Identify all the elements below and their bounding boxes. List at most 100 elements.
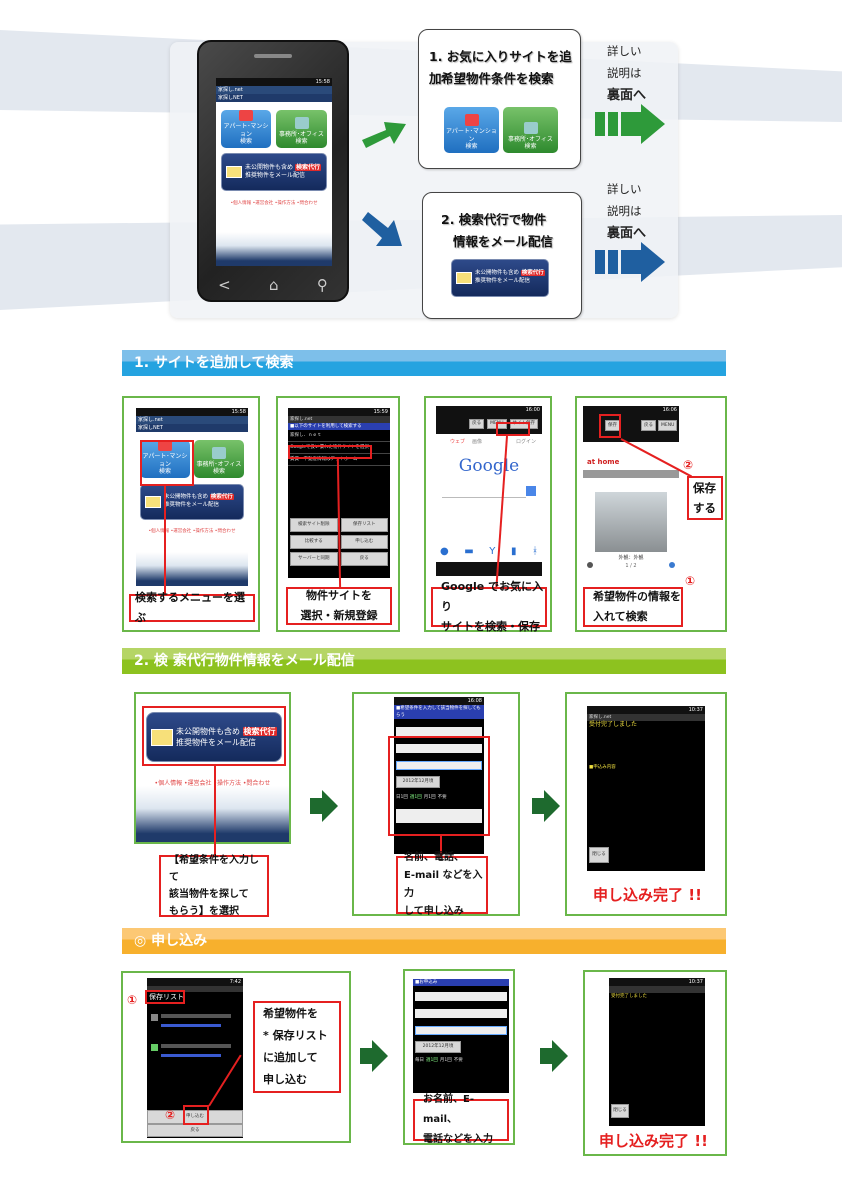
property-photo <box>595 492 667 552</box>
radio-option[interactable]: 月1回 <box>439 1058 452 1063</box>
house-icon <box>158 440 172 452</box>
phone-screenshot: 15:58 家探し.net 家探しNET アパート･マンション 検索 事務所･オ… <box>136 408 248 586</box>
images-tab[interactable]: 画像 <box>472 439 483 445</box>
walk-icon[interactable]: ᚼ <box>532 546 538 557</box>
radio-option[interactable]: 不要 <box>453 1058 463 1063</box>
radio-option[interactable]: 毎日 <box>415 1058 424 1063</box>
shop-icon[interactable]: ▮ <box>510 546 517 557</box>
app-subtitle: 家探しNET <box>216 94 332 102</box>
highlight-frame <box>183 1105 209 1125</box>
back-button[interactable]: 戻る <box>340 552 388 566</box>
search-agent-mail-button[interactable]: 未公開物件も含め 検索代行 推奨物件をメール配信 <box>140 484 244 520</box>
next-photo-icon[interactable] <box>669 562 675 568</box>
phone-screenshot: 10:37 受付完了しました 閉じる <box>609 978 705 1126</box>
login-link[interactable]: ログイン <box>515 439 536 445</box>
callout-line <box>164 486 166 594</box>
radio-option[interactable]: 月1回 <box>423 795 436 800</box>
search-agent-mail-button[interactable]: 未公開物件も含め 検索代行 推奨物件をメール配信 <box>451 259 549 297</box>
apartment-search-button[interactable]: アパート･マンション 検索 <box>140 440 190 478</box>
phone-screenshot: 10:37 家探し.net 受付完了しました ■申込み内容 閉じる <box>587 706 705 871</box>
highlight-frame <box>140 440 194 486</box>
web-tab[interactable]: ウェブ <box>450 439 466 445</box>
menu-button[interactable]: MENU <box>658 420 678 431</box>
saved-list-button[interactable]: 保存リスト <box>340 518 388 532</box>
close-button[interactable]: 閉じる <box>611 1104 629 1118</box>
completion-label: 申し込み完了 !! <box>599 1132 708 1150</box>
prev-photo-icon[interactable] <box>587 562 593 568</box>
restaurant-icon[interactable]: ● <box>440 546 449 557</box>
back-button[interactable]: 戻る <box>469 419 485 429</box>
move-in-select[interactable]: 2012年12月頃 <box>396 776 440 788</box>
step-card: ■お申込み 2012年12月頃 毎日 週1回 月1回 不要 お名前、E-mail… <box>403 969 515 1145</box>
close-button[interactable]: 閉じる <box>589 847 609 863</box>
office-search-button[interactable]: 事務所･オフィス 検索 <box>503 107 558 153</box>
phone-screenshot: 16:00 戻る MENU サイト保存 ウェブ 画像 ログイン Google ●… <box>436 406 542 576</box>
site-list-item[interactable]: 家探し．ｎｅｔ <box>288 430 390 442</box>
email-field[interactable] <box>396 744 482 753</box>
google-search-input[interactable] <box>442 486 526 498</box>
radio-option[interactable]: 週1回 <box>409 795 422 800</box>
house-icon <box>239 110 253 122</box>
google-logo: Google <box>458 456 520 476</box>
blue-right-arrow <box>595 242 665 282</box>
step-card: 10:37 家探し.net 受付完了しました ■申込み内容 閉じる 申し込み完了… <box>565 692 727 916</box>
tel-field[interactable] <box>396 761 482 770</box>
delete-site-button[interactable]: 検索サイト削除 <box>290 518 338 532</box>
search-icon[interactable] <box>526 486 536 496</box>
section-header-add-site: 1. サイトを追加して検索 <box>122 350 726 376</box>
photo-pager: 1 / 2 <box>625 563 637 569</box>
sync-button[interactable]: サーバーと同期 <box>290 552 338 566</box>
site-list-item[interactable]: 賃貸・不動産情報はアットホーム <box>288 454 390 466</box>
step-card: 15:58 家探し.net 家探しNET アパート･マンション 検索 事務所･オ… <box>122 396 260 632</box>
highlight-frame <box>599 414 621 438</box>
callout-search-agent: 2. 検索代行で物件 情報をメール配信 未公開物件も含め 検索代行 推奨物件をメ… <box>422 192 582 319</box>
checkbox-checked[interactable] <box>151 1044 158 1051</box>
search-agent-mail-button[interactable]: 未公開物件も含め 検索代行 推奨物件をメール配信 <box>146 712 282 762</box>
apartment-search-button[interactable]: アパート･マンション 検索 <box>444 107 499 153</box>
radio-option[interactable]: 週1回 <box>426 1058 438 1063</box>
request-field[interactable] <box>396 809 482 823</box>
green-right-arrow <box>595 104 665 144</box>
saved-list-title: 保存リスト <box>149 993 184 1001</box>
envelope-icon <box>145 496 161 508</box>
cafe-icon[interactable]: ▬ <box>464 546 474 557</box>
building-icon <box>523 121 538 134</box>
back-icon[interactable]: < <box>218 276 231 294</box>
footer-links[interactable]: •個人情報 •運営会社 •操作方法 •問合わせ <box>230 201 318 206</box>
compare-button[interactable]: 比較する <box>290 535 338 549</box>
details-note-2: 詳しい 説明は 裏面へ <box>607 182 647 241</box>
back-button[interactable]: 戻る <box>641 420 656 431</box>
search-agent-mail-button[interactable]: 未公開物件も含め 検索代行 推奨物件をメール配信 <box>221 153 327 191</box>
step-caption: お名前、E-mail、 電話などを入力 <box>413 1094 509 1145</box>
highlight-frame <box>388 736 490 836</box>
status-bar: 15:58 <box>216 78 332 86</box>
envelope-icon <box>151 728 173 746</box>
tel-field[interactable] <box>415 1026 507 1035</box>
phone-screenshot: 16:08 ■希望条件を入力して該当物件を探してもらう 2012年12月頃 日1… <box>394 697 484 854</box>
step-caption: 【希望条件を入力して 該当物件を探して もらう】を選択 <box>159 855 269 917</box>
name-field[interactable] <box>415 992 507 1001</box>
phone-screenshot: 16:06 保存 戻る MENU at home 外観：外観 1 / 2 <box>583 406 679 578</box>
move-in-select[interactable]: 2012年12月頃 <box>415 1041 461 1053</box>
step-card: 10:37 受付完了しました 閉じる 申し込み完了 !! <box>583 970 727 1156</box>
site-list-item[interactable]: Googleで扱い慣れた物件サイトを選択 <box>288 442 390 454</box>
name-field[interactable] <box>396 727 482 736</box>
back-button[interactable]: 戻る <box>147 1124 243 1137</box>
apply-button[interactable]: 申し込む <box>340 535 388 549</box>
athome-logo: at home <box>587 458 620 466</box>
radio-option[interactable]: 不要 <box>437 795 447 800</box>
email-field[interactable] <box>415 1009 507 1018</box>
apartment-search-button[interactable]: アパート･マンション 検索 <box>221 110 271 148</box>
app-title: 家探し.net <box>216 86 332 94</box>
office-search-button[interactable]: 事務所･オフィス 検索 <box>194 440 244 478</box>
search-icon[interactable]: ⚲ <box>316 276 328 294</box>
cityscape-image <box>136 552 248 586</box>
bar-icon[interactable]: Y <box>489 546 496 557</box>
action-button-grid: 検索サイト削除 保存リスト 比較する 申し込む サーバーと同期 戻る <box>290 518 388 566</box>
building-icon <box>294 116 309 129</box>
checkbox[interactable] <box>151 1014 158 1021</box>
radio-option[interactable]: 日1回 <box>396 795 408 800</box>
office-search-button[interactable]: 事務所･オフィス 検索 <box>276 110 327 148</box>
step-card: 16:00 戻る MENU サイト保存 ウェブ 画像 ログイン Google ●… <box>424 396 552 633</box>
home-icon[interactable]: ⌂ <box>269 276 279 294</box>
